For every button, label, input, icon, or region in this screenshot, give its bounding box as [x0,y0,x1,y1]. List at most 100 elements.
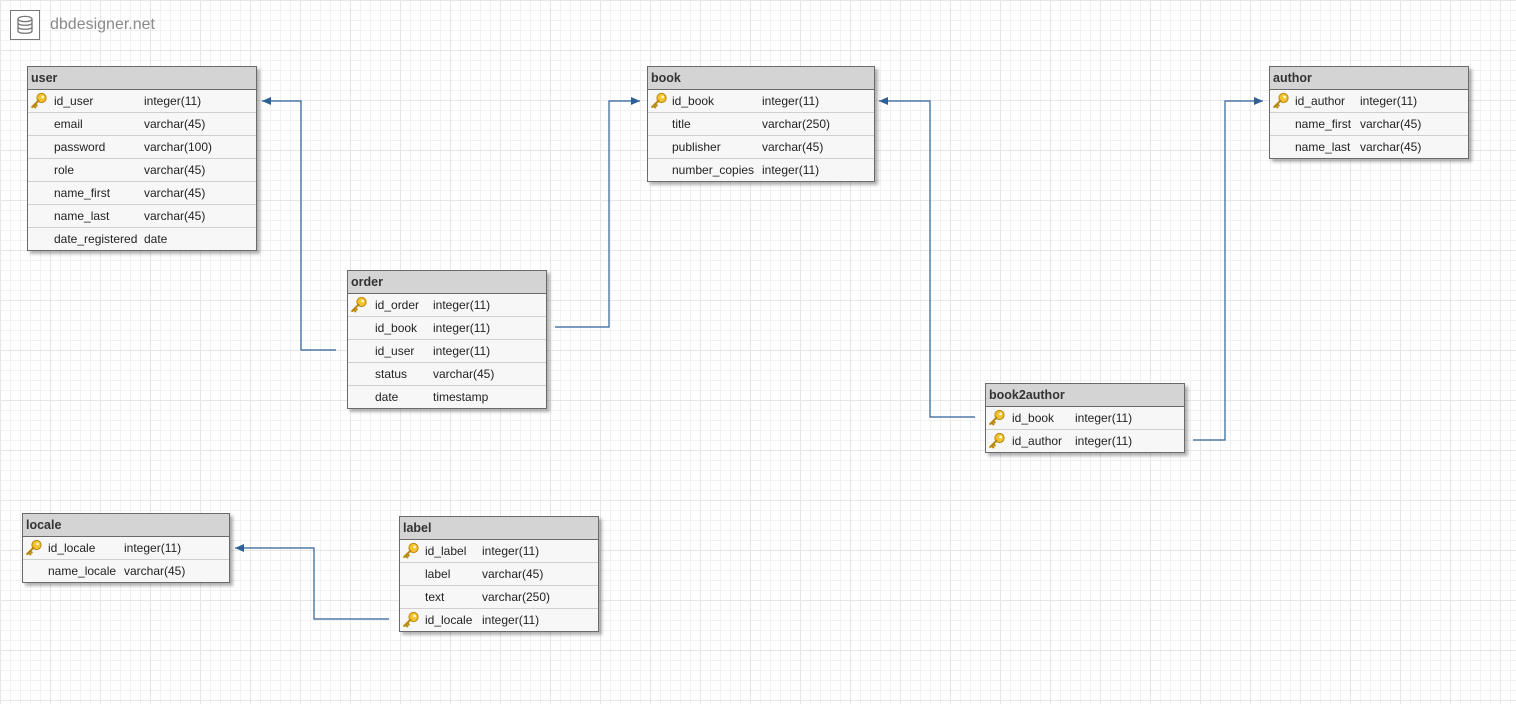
field-type: varchar(45) [1360,140,1422,154]
field-name: id_label [425,544,467,558]
field-row[interactable]: name_locale varchar(45) [23,560,229,582]
primary-key-icon [25,539,43,557]
field-row[interactable]: id_order integer(11) [348,294,546,317]
field-name: name_last [54,209,110,223]
table-title[interactable]: author [1270,67,1468,90]
field-row[interactable]: id_author integer(11) [986,430,1184,452]
field-name: date [375,390,399,404]
field-row[interactable]: email varchar(45) [28,113,256,136]
field-row[interactable]: number_copies integer(11) [648,159,874,181]
field-name: publisher [672,140,721,154]
table-title[interactable]: label [400,517,598,540]
app-logo: dbdesigner.net [10,10,155,40]
field-type: integer(11) [144,94,202,108]
table-title[interactable]: user [28,67,256,90]
field-type: varchar(45) [144,186,206,200]
field-type: varchar(250) [482,590,551,604]
field-type: varchar(250) [762,117,831,131]
field-name: id_book [672,94,715,108]
field-row[interactable]: id_locale integer(11) [400,609,598,631]
primary-key-icon [988,409,1006,427]
field-type: integer(11) [762,163,820,177]
field-type: integer(11) [1075,434,1133,448]
field-type: varchar(100) [144,140,213,154]
field-name: id_order [375,298,420,312]
field-name: id_book [375,321,418,335]
field-name: id_locale [425,613,473,627]
field-name: role [54,163,75,177]
table-title[interactable]: book [648,67,874,90]
field-name: label [425,567,451,581]
field-name: id_author [1012,434,1063,448]
field-name: name_first [1295,117,1352,131]
field-row[interactable]: id_book integer(11) [986,407,1184,430]
table-user[interactable]: user id_user integer(11) email varchar(45) pa… [27,66,257,251]
table-order[interactable]: order id_order integer(11) id_book integer(1… [347,270,547,409]
field-type: varchar(45) [144,209,206,223]
field-row[interactable]: name_first varchar(45) [28,182,256,205]
field-name: name_locale [48,564,117,578]
database-icon [10,10,40,40]
table-book2author[interactable]: book2author id_book integer(11) id_author in… [985,383,1185,453]
field-type: integer(11) [762,94,820,108]
field-row[interactable]: name_last varchar(45) [28,205,256,228]
field-row[interactable]: date_registered date [28,228,256,250]
primary-key-icon [988,432,1006,450]
field-name: email [54,117,83,131]
field-type: date [144,232,168,246]
primary-key-icon [650,92,668,110]
table-title[interactable]: book2author [986,384,1184,407]
primary-key-icon [1272,92,1290,110]
field-type: integer(11) [433,321,491,335]
field-name: id_book [1012,411,1055,425]
field-type: varchar(45) [482,567,544,581]
table-title[interactable]: order [348,271,546,294]
table-title[interactable]: locale [23,514,229,537]
field-type: integer(11) [433,298,491,312]
field-type: varchar(45) [144,163,206,177]
field-type: varchar(45) [124,564,186,578]
field-name: id_locale [48,541,96,555]
field-name: id_user [54,94,94,108]
field-type: integer(11) [1360,94,1418,108]
primary-key-icon [30,92,48,110]
field-name: date_registered [54,232,138,246]
field-row[interactable]: label varchar(45) [400,563,598,586]
field-name: name_first [54,186,111,200]
field-type: integer(11) [1075,411,1133,425]
connector-label-locale[interactable] [235,544,389,620]
field-name: number_copies [672,163,755,177]
primary-key-icon [402,611,420,629]
connector-book2author-book[interactable] [879,97,975,418]
field-row[interactable]: role varchar(45) [28,159,256,182]
connector-order-user[interactable] [262,97,336,351]
field-row[interactable]: id_book integer(11) [648,90,874,113]
field-type: integer(11) [482,613,540,627]
connector-order-book[interactable] [555,97,640,328]
field-row[interactable]: id_book integer(11) [348,317,546,340]
connector-book2author-author[interactable] [1193,97,1263,441]
field-name: password [54,140,106,154]
field-row[interactable]: date timestamp [348,386,546,408]
field-row[interactable]: id_user integer(11) [28,90,256,113]
field-type: varchar(45) [144,117,206,131]
primary-key-icon [402,542,420,560]
field-name: status [375,367,408,381]
field-row[interactable]: password varchar(100) [28,136,256,159]
field-type: timestamp [433,390,489,404]
